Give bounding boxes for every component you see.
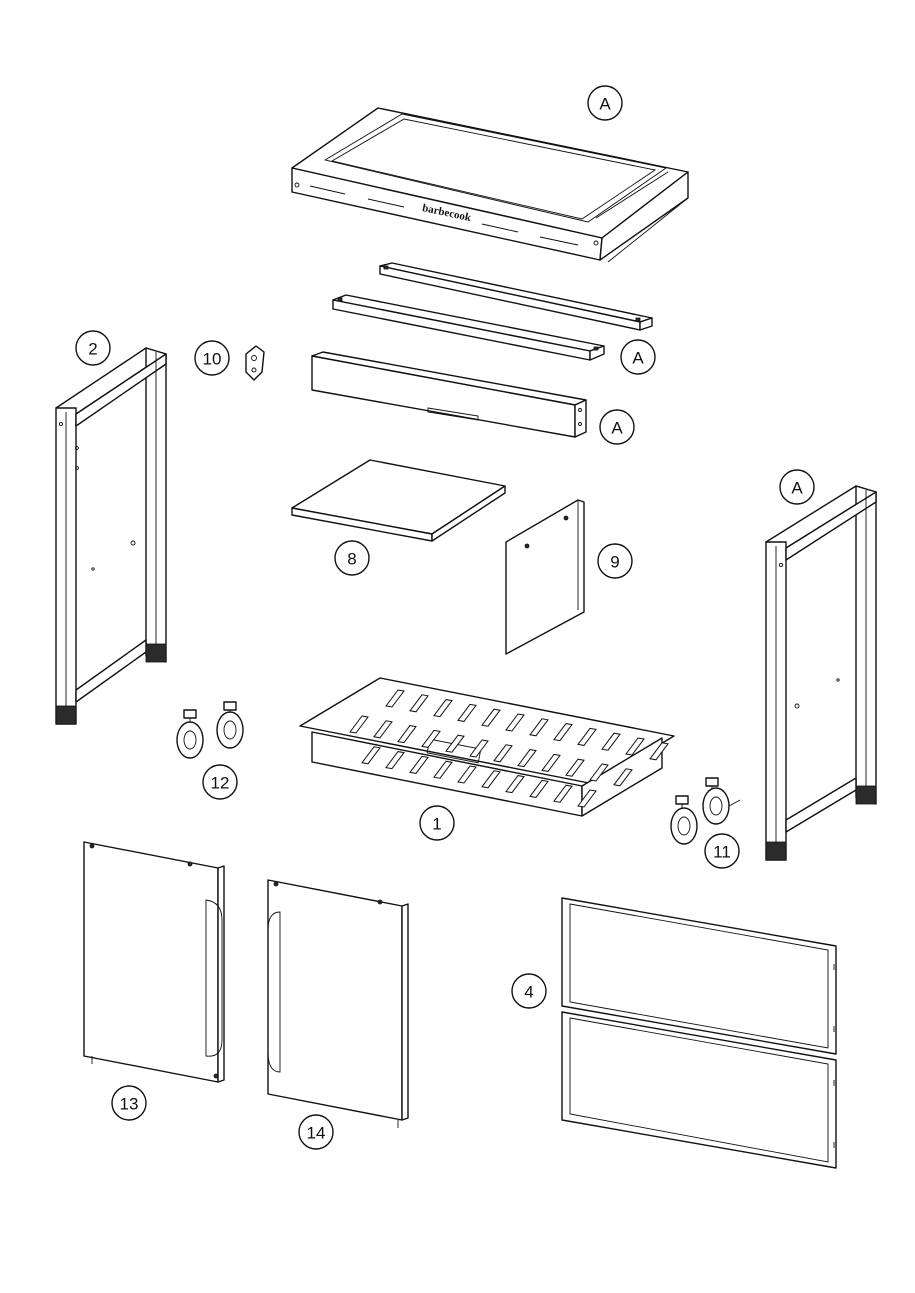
callout-10: 10 — [194, 340, 230, 376]
callout-label: 13 — [120, 1095, 139, 1114]
callout-label: 2 — [88, 340, 97, 359]
left-side-frame — [55, 347, 167, 725]
caster-wheel — [176, 709, 204, 759]
tray-slot — [553, 723, 573, 742]
tray-slot — [505, 775, 525, 794]
tray-slot — [445, 734, 465, 753]
caster-pair-right — [670, 777, 741, 845]
back-panel-lower — [561, 1011, 837, 1169]
caster-wheel — [670, 795, 698, 845]
tray-slot — [577, 789, 597, 808]
callout-2: 2 — [75, 330, 111, 366]
tray-slot — [421, 729, 441, 748]
tray-slot — [649, 742, 669, 761]
tray-slot — [589, 763, 609, 782]
tray-slot — [601, 732, 621, 751]
callout-14: 14 — [298, 1114, 334, 1150]
rear-rail-lower — [332, 294, 605, 361]
callout-label: 9 — [610, 553, 619, 572]
callout-label: 12 — [211, 774, 230, 793]
tray-slot — [481, 708, 501, 727]
callout-a-front-beam: A — [599, 409, 635, 445]
base-tray-part — [299, 677, 675, 817]
tray-slot — [457, 703, 477, 722]
tray-slot — [625, 737, 645, 756]
back-panel-upper — [561, 897, 837, 1055]
callout-label: 8 — [347, 550, 356, 569]
tray-slot — [613, 768, 633, 787]
callout-label: A — [791, 479, 803, 498]
callout-label: 10 — [203, 350, 222, 369]
tray-slot — [385, 689, 405, 708]
rear-rail-upper — [379, 262, 653, 331]
tray-slot — [481, 770, 501, 789]
side-panel-part — [505, 499, 585, 655]
tray-slot — [505, 713, 525, 732]
caster-pair-left — [176, 701, 244, 759]
callout-1: 1 — [419, 805, 455, 841]
callout-label: 11 — [713, 843, 731, 862]
callout-a-rails: A — [620, 339, 656, 375]
tray-slot — [433, 760, 453, 779]
tray-slot — [541, 753, 561, 772]
callout-label: A — [611, 419, 623, 438]
callout-label: A — [599, 95, 611, 114]
shelf-part — [291, 459, 506, 542]
callout-label: 14 — [307, 1124, 326, 1143]
caster-wheel — [702, 777, 741, 825]
door-right-part — [267, 879, 409, 1128]
tray-slot — [385, 751, 405, 770]
callout-13: 13 — [111, 1085, 147, 1121]
tray-slot — [409, 694, 429, 713]
tray-slot — [361, 746, 381, 765]
tray-slot — [433, 699, 453, 718]
callout-a-top: A — [587, 85, 623, 121]
front-beam-part — [311, 351, 587, 438]
tray-slot — [529, 779, 549, 798]
tray-slot-pattern — [349, 689, 669, 808]
tray-slot — [493, 744, 513, 763]
tray-slot — [529, 718, 549, 737]
tray-slot — [373, 720, 393, 739]
caster-wheel — [216, 701, 244, 749]
tray-slot — [349, 715, 369, 734]
callout-8: 8 — [334, 540, 370, 576]
callout-a-right-frame: A — [779, 469, 815, 505]
callout-12: 12 — [202, 764, 238, 800]
worktop-part: barbecook — [291, 107, 689, 263]
right-side-frame — [765, 485, 877, 861]
tray-slot — [409, 755, 429, 774]
callout-9: 9 — [597, 543, 633, 579]
callout-label: 4 — [524, 983, 533, 1002]
callout-4: 4 — [511, 973, 547, 1009]
callout-label: 1 — [432, 815, 441, 834]
tray-slot — [469, 739, 489, 758]
callout-label: A — [632, 349, 644, 368]
tray-slot — [517, 749, 537, 768]
tray-slot — [553, 784, 573, 803]
callout-11: 11 — [704, 833, 740, 869]
door-left-part — [83, 841, 225, 1083]
tray-slot — [577, 727, 597, 746]
bottle-opener-part — [245, 345, 265, 381]
tray-slot — [565, 758, 585, 777]
tray-slot — [457, 765, 477, 784]
tray-slot — [397, 725, 417, 744]
